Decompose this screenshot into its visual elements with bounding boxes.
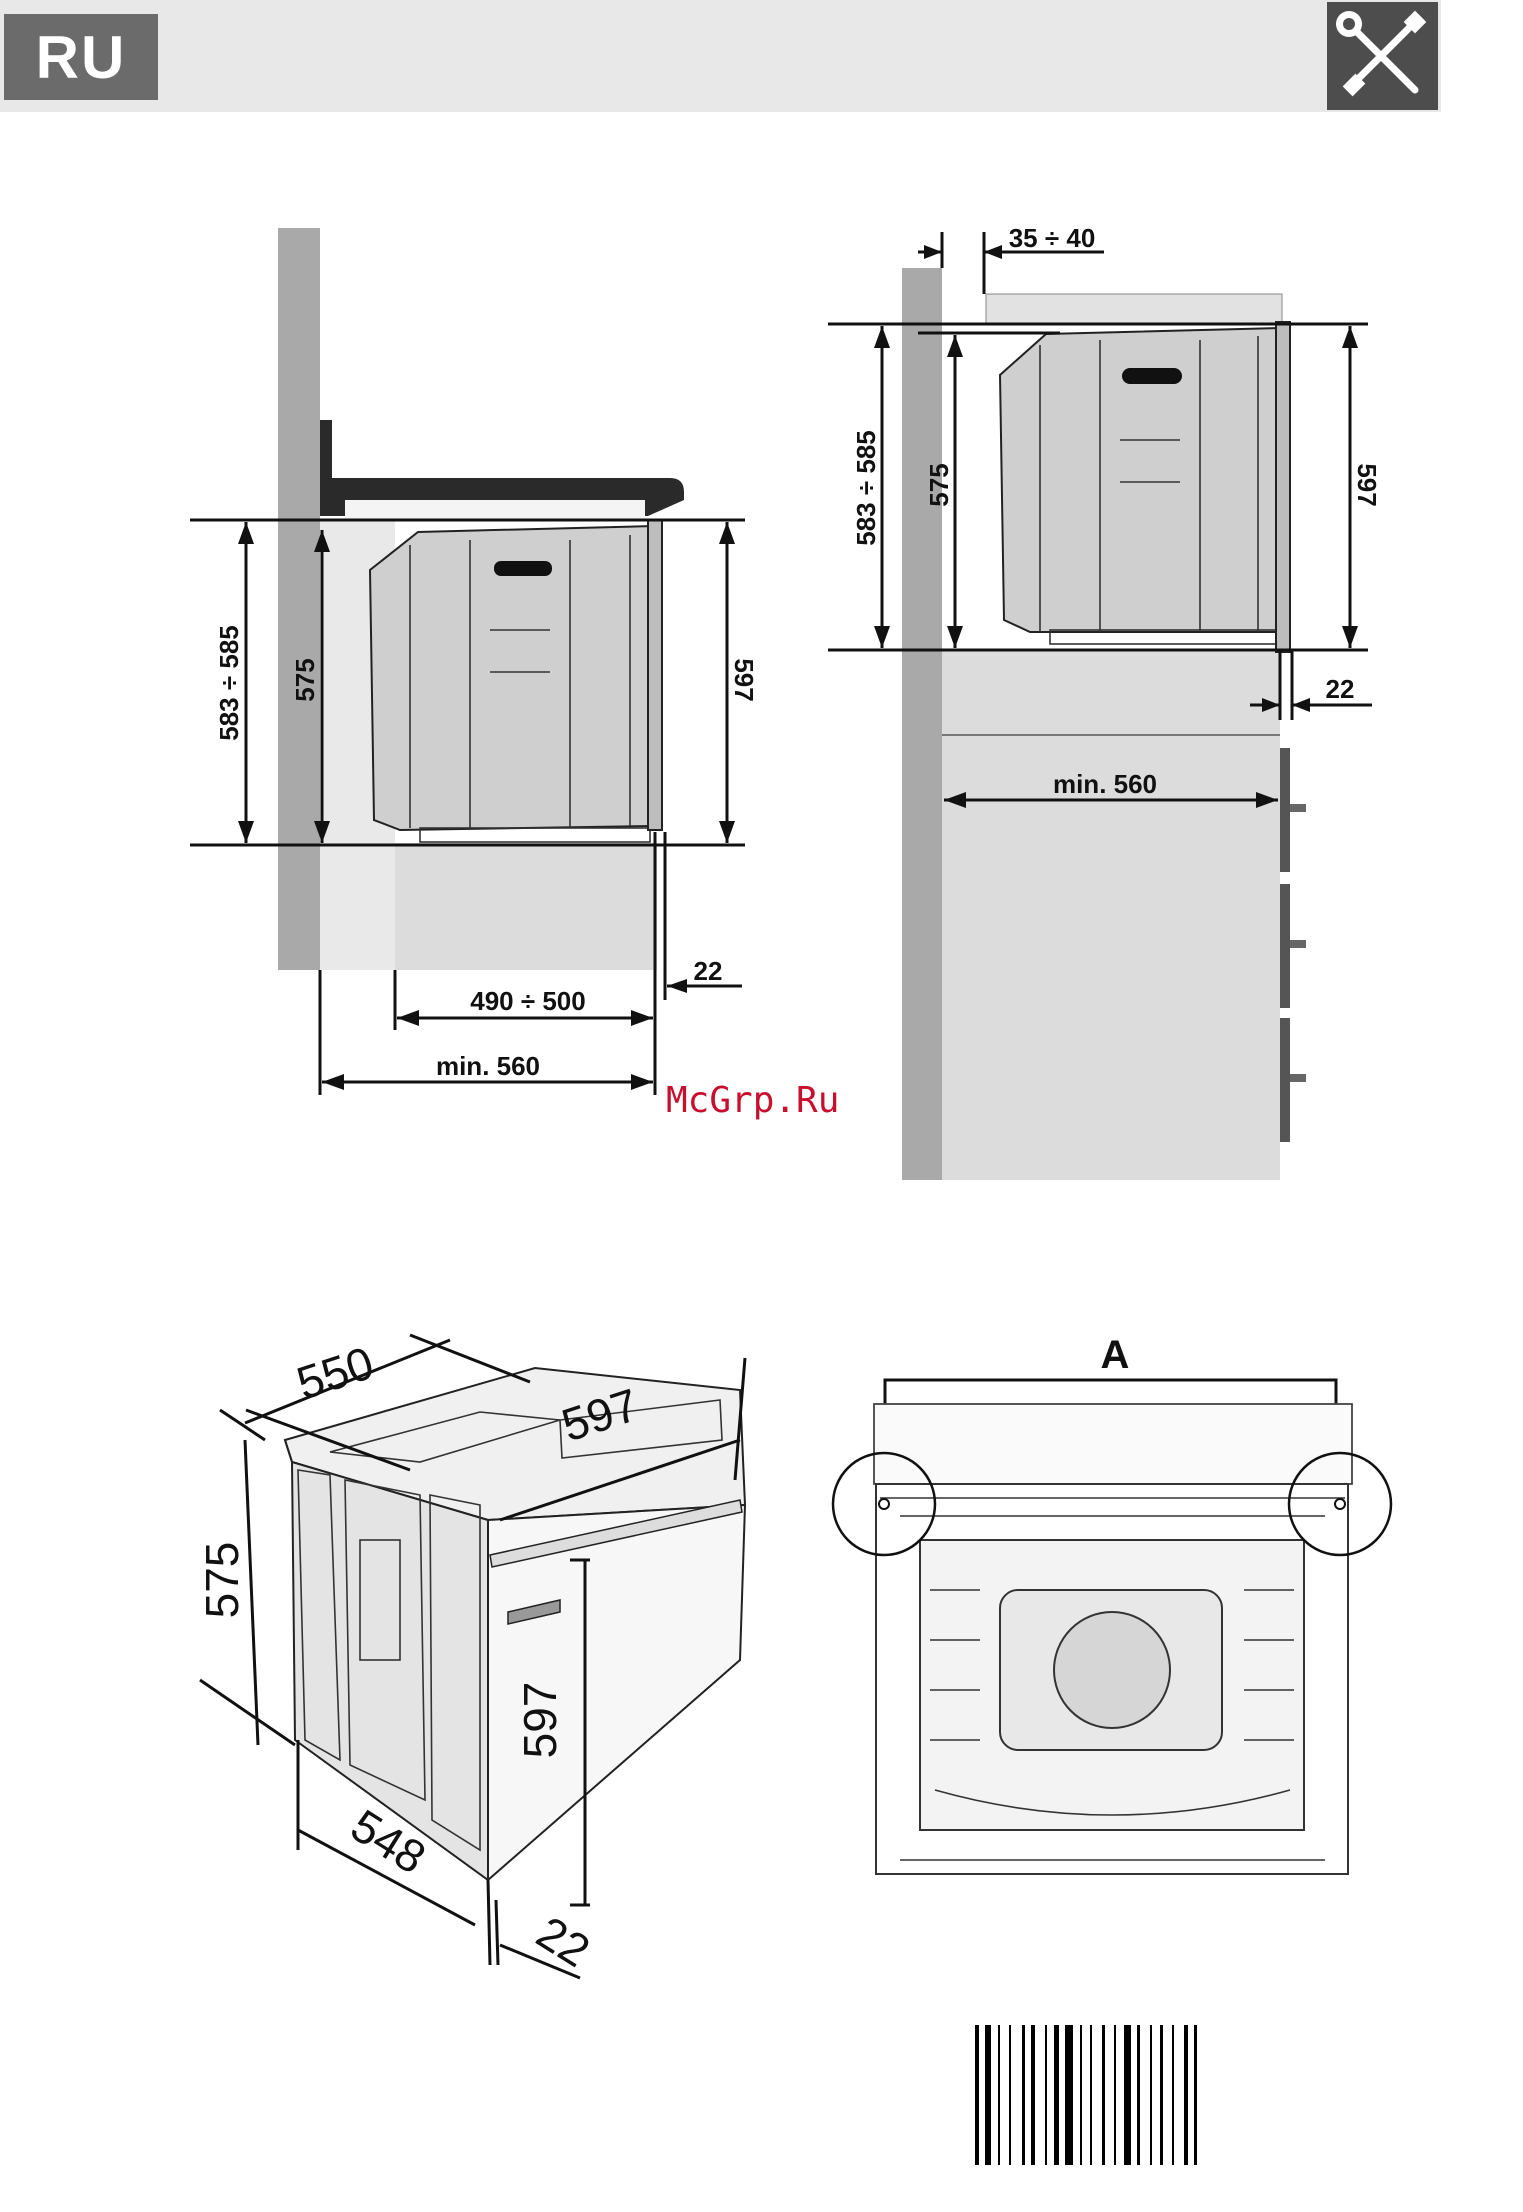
barcode <box>975 2025 1197 2165</box>
column-cabinet-lower <box>942 650 1280 1180</box>
drawer-front-3 <box>1280 1018 1290 1142</box>
diagram-front-view: A <box>833 1333 1391 1874</box>
dim-height-oven-1: 575 <box>290 658 320 701</box>
barcode-bar <box>1160 2025 1163 2165</box>
dim-depth-top-3: 550 <box>291 1336 380 1409</box>
worktop-gap <box>345 500 645 520</box>
dim-depth-min-1: min. 560 <box>436 1051 540 1081</box>
barcode-bar <box>1080 2025 1082 2165</box>
barcode-bar <box>1090 2025 1092 2165</box>
barcode-bar <box>1194 2025 1197 2165</box>
dim-front-offset-3: 22 <box>528 1906 599 1977</box>
dim-height-range-1: 583 ÷ 585 <box>214 625 244 740</box>
dim-height-side-3: 575 <box>196 1542 248 1619</box>
detail-label-a: A <box>1101 1333 1130 1377</box>
barcode-bar <box>975 2025 979 2165</box>
barcode-bar <box>985 2025 991 2165</box>
dim-height-range-2: 583 ÷ 585 <box>851 430 881 545</box>
diagram-column: 35 ÷ 40 583 ÷ 585 575 597 22 min. 560 <box>828 223 1382 1180</box>
vent-slot <box>494 561 552 576</box>
barcode-bar <box>1124 2025 1131 2165</box>
diagram-perspective: 550 597 575 597 548 22 <box>196 1335 745 1978</box>
dim-depth-min-2: min. 560 <box>1053 769 1157 799</box>
barcode-bar <box>1172 2025 1174 2165</box>
vent-slot-2 <box>1122 368 1182 384</box>
dim-height-front-2: 597 <box>1352 463 1382 506</box>
barcode-bar <box>998 2025 1000 2165</box>
barcode-bar <box>1102 2025 1105 2165</box>
drawer-front-1 <box>1280 748 1290 872</box>
drawer-front-2 <box>1280 884 1290 1008</box>
dim-top-gap-2: 35 ÷ 40 <box>1009 223 1096 253</box>
front-top-frame <box>874 1404 1352 1484</box>
dim-front-offset-1: 22 <box>694 956 723 986</box>
cabinet-base <box>395 843 657 970</box>
dim-height-oven-2: 575 <box>924 463 954 506</box>
barcode-bar <box>1137 2025 1140 2165</box>
watermark: McGrp.Ru <box>666 1080 839 1121</box>
barcode-bar <box>1114 2025 1116 2165</box>
dim-depth-range-1: 490 ÷ 500 <box>470 986 585 1016</box>
dim-height-front-1: 597 <box>729 658 759 701</box>
wall-right <box>902 268 942 1180</box>
barcode-bar <box>1184 2025 1188 2165</box>
dim-front-offset-2: 22 <box>1326 674 1355 704</box>
fan-cover <box>1054 1612 1170 1728</box>
barcode-bar <box>1031 2025 1035 2165</box>
barcode-bar <box>1045 2025 1047 2165</box>
wall-left <box>278 228 320 970</box>
barcode-bar <box>1054 2025 1059 2165</box>
oven-front-panel <box>648 520 662 830</box>
column-top-shelf <box>986 294 1282 324</box>
barcode-bar <box>1009 2025 1011 2165</box>
oven-front-panel-2 <box>1276 322 1290 652</box>
barcode-bar <box>1150 2025 1152 2165</box>
dim-height-front-3: 597 <box>514 1682 566 1759</box>
diagram-under-counter: 583 ÷ 585 575 597 490 ÷ 500 min. 560 22 <box>190 228 759 1095</box>
barcode-bar <box>1022 2025 1025 2165</box>
barcode-bar <box>1065 2025 1073 2165</box>
